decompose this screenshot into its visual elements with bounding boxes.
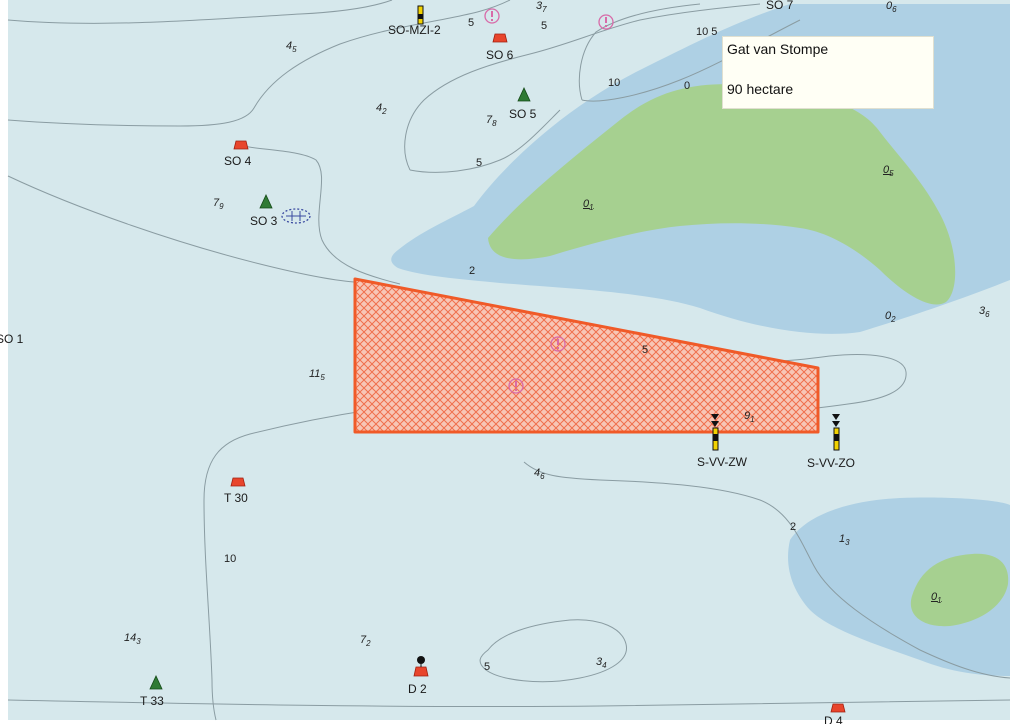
contour-label: 2: [469, 265, 476, 277]
buoy-label-t-30: T 30: [224, 491, 248, 505]
warning-circle-icon: [484, 8, 500, 24]
buoy-label-so-4: SO 4: [224, 154, 252, 168]
depth-sounding: 46: [534, 467, 545, 482]
buoy-label-so-5: SO 5: [509, 107, 537, 121]
area-size: 90 hectare: [727, 81, 794, 97]
depth-sounding: 01: [931, 591, 942, 606]
dredging-zone-polygon: [353, 277, 820, 434]
depth-sounding: 13: [839, 533, 850, 548]
contour-line: [523, 461, 1010, 679]
area-name: Gat van Stompe: [727, 41, 829, 57]
buoy-label-d-4: D 4: [824, 714, 843, 724]
green-cone-buoy-icon: [149, 87, 531, 690]
buoy-label-so-3: SO 3: [250, 214, 278, 228]
depth-sounding: 78: [486, 114, 497, 129]
buoy-label-so-1: SO 1: [0, 332, 24, 346]
area-info-panel: Gat van Stompe 90 hectare: [722, 36, 934, 109]
contour-line: [7, 699, 1010, 708]
contour-line: [409, 109, 561, 173]
depth-sounding: 02: [885, 310, 896, 325]
contour-label: 5: [484, 661, 491, 673]
contour-label: 10: [224, 553, 237, 565]
buoy-label-d-2: D 2: [408, 682, 427, 696]
yellow-pillar-icon: [417, 5, 424, 25]
contour-line: [404, 3, 761, 171]
warning-circle-icon: [598, 14, 614, 30]
depth-sounding: 05: [883, 164, 894, 179]
depth-sounding: 42: [376, 102, 387, 117]
contour-label: 10 5: [696, 26, 718, 38]
buoy-label-s-vv-zo: S-VV-ZO: [807, 456, 856, 470]
shallow-area-southeast: [788, 497, 1010, 676]
contour-label: 5: [476, 157, 483, 169]
contour-line: [7, 0, 511, 127]
contour-label: 5: [541, 20, 548, 32]
depth-sounding: 36: [979, 305, 990, 320]
buoy-label-so-7: SO 7: [766, 0, 794, 12]
depth-sounding: 34: [596, 656, 607, 671]
cardinal-mark-icon: [711, 414, 840, 451]
contour-line: [479, 619, 627, 683]
depth-sounding: 45: [286, 40, 297, 55]
warning-circle-icon: [550, 336, 566, 352]
warning-circle-icon: [508, 378, 524, 394]
contour-line: [7, 175, 355, 283]
obstruction-icon: [281, 208, 311, 224]
contour-label: 0: [684, 80, 691, 92]
buoy-label-so-mzi-2: SO-MZI-2: [388, 23, 441, 37]
depth-sounding: 91: [744, 410, 755, 425]
contour-line: [578, 3, 701, 101]
buoy-label-so-6: SO 6: [486, 48, 514, 62]
depth-sounding: 01: [583, 198, 594, 213]
depth-sounding: 37: [536, 0, 547, 15]
contour-label: 5: [642, 344, 649, 356]
sand-bank-north: [488, 84, 956, 305]
contour-line: [243, 145, 401, 285]
contour-label: 5: [468, 17, 475, 29]
buoy-label-s-vv-zw: S-VV-ZW: [697, 455, 747, 469]
depth-sounding: 72: [360, 634, 371, 649]
depth-sounding: 79: [213, 197, 224, 212]
buoy-label-t-33: T 33: [140, 694, 164, 708]
contour-label: 2: [790, 521, 797, 533]
contour-label: 10: [608, 77, 621, 89]
contour-line: [7, 0, 393, 24]
sand-bank-southeast: [910, 553, 1009, 627]
depth-sounding: 143: [124, 632, 141, 647]
depth-sounding: 115: [309, 368, 325, 383]
red-can-buoy-icon: [230, 33, 846, 713]
depth-sounding: 06: [886, 0, 897, 15]
